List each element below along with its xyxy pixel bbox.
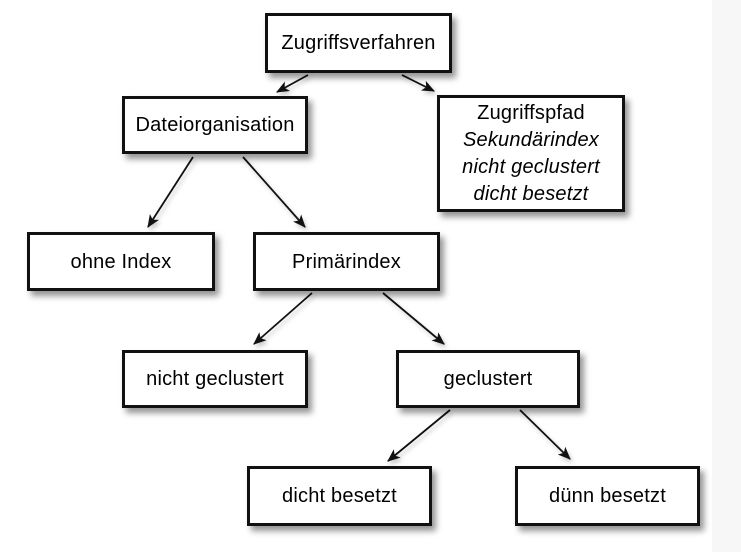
edge-zugriffsverfahren-dateiorganisation — [276, 74, 309, 93]
node-geclustert: geclustert — [396, 350, 580, 408]
node-nicht-geclustert: nicht geclustert — [122, 350, 308, 408]
node-zugriffsverfahren: Zugriffsverfahren — [265, 13, 452, 73]
node-dateiorganisation: Dateiorganisation — [122, 96, 308, 154]
node-label: dicht besetzt — [282, 485, 397, 507]
edge-dateiorganisation-ohne-index — [147, 156, 194, 228]
node-duenn-besetzt: dünn besetzt — [515, 466, 700, 526]
node-label-line2: Sekundärindex — [462, 128, 600, 151]
edge-dateiorganisation-primaerindex — [242, 156, 306, 228]
node-primaerindex: Primärindex — [253, 232, 440, 291]
node-dicht-besetzt: dicht besetzt — [247, 466, 432, 526]
node-label: dünn besetzt — [549, 485, 666, 507]
node-label: Zugriffsverfahren — [281, 32, 436, 54]
edge-geclustert-dicht-besetzt — [387, 409, 451, 462]
edge-primaerindex-geclustert — [382, 292, 445, 345]
node-label: Primärindex — [292, 250, 401, 273]
node-label: Dateiorganisation — [135, 114, 295, 136]
node-label: geclustert — [443, 368, 533, 390]
node-label: ohne Index — [70, 250, 172, 273]
node-label-line3: nicht geclustert — [462, 155, 600, 178]
edge-primaerindex-nicht-geclustert — [253, 292, 313, 345]
edge-zugriffsverfahren-zugriffspfad — [401, 74, 435, 92]
node-label-line1: Zugriffspfad — [477, 101, 585, 124]
node-label: nicht geclustert — [146, 368, 284, 390]
node-label-line4: dicht besetzt — [473, 182, 589, 205]
right-margin-band — [712, 0, 741, 552]
node-zugriffspfad: Zugriffspfad Sekundärindex nicht geclust… — [437, 95, 625, 212]
edge-geclustert-duenn-besetzt — [519, 409, 571, 460]
node-ohne-index: ohne Index — [27, 232, 215, 291]
